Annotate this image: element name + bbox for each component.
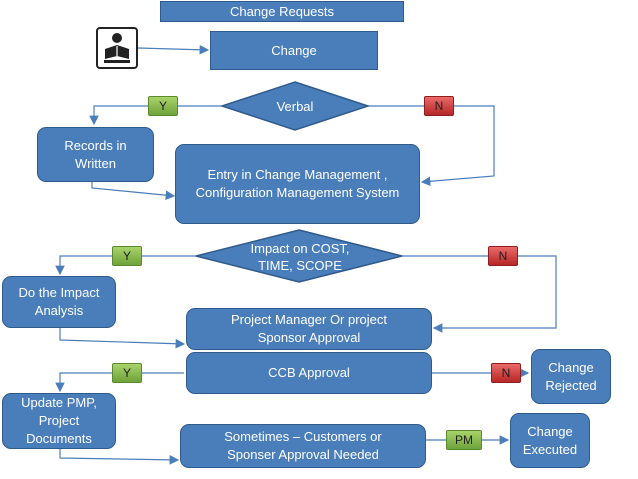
impact-analysis-box: Do the Impact Analysis bbox=[2, 276, 116, 328]
executed-text: Change Executed bbox=[522, 423, 578, 457]
verbal-yes-tag: Y bbox=[148, 96, 178, 116]
connector-records-entry bbox=[91, 182, 176, 200]
impact-label: Impact on COST, TIME, SCOPE bbox=[250, 241, 350, 273]
connector-verbal-yes bbox=[89, 105, 222, 126]
pm-approval-text: Project Manager Or project Sponsor Appro… bbox=[230, 312, 388, 345]
ccb-box: CCB Approval bbox=[186, 352, 432, 394]
impact-analysis-text: Do the Impact Analysis bbox=[18, 285, 100, 318]
impact-no-tag: N bbox=[488, 246, 518, 266]
entry-text: Entry in Change Management , Configurati… bbox=[195, 167, 400, 200]
connector-update-customer bbox=[59, 448, 180, 465]
entry-box: Entry in Change Management , Configurati… bbox=[175, 144, 420, 224]
records-text: Records in Written bbox=[64, 137, 127, 171]
connector-icon-change bbox=[137, 44, 210, 55]
connector-impact-yes bbox=[55, 255, 196, 276]
pm-approval-box: Project Manager Or project Sponsor Appro… bbox=[186, 308, 432, 350]
ccb-no-tag: N bbox=[491, 363, 521, 383]
connector-impact-no bbox=[402, 255, 557, 333]
reader-icon bbox=[96, 27, 138, 69]
title-box: Change Requests bbox=[160, 1, 404, 22]
update-text: Update PMP, Project Documents bbox=[21, 395, 97, 446]
customer-approval-box: Sometimes – Customers or Sponser Approva… bbox=[180, 424, 426, 468]
impact-yes-tag: Y bbox=[112, 246, 142, 266]
connector-ccb-yes bbox=[55, 372, 184, 393]
change-text: Change bbox=[271, 42, 317, 58]
ccb-text: CCB Approval bbox=[268, 365, 350, 380]
ccb-yes-tag: Y bbox=[112, 363, 142, 383]
reader-glyph bbox=[104, 33, 130, 63]
impact-decision-shape bbox=[195, 229, 403, 283]
customer-approval-text: Sometimes – Customers or Sponser Approva… bbox=[224, 429, 382, 462]
executed-box: Change Executed bbox=[510, 413, 590, 468]
title-text: Change Requests bbox=[229, 3, 335, 19]
verbal-label: Verbal bbox=[276, 98, 314, 114]
update-box: Update PMP, Project Documents bbox=[2, 393, 116, 449]
change-box: Change bbox=[210, 31, 378, 70]
rejected-box: Change Rejected bbox=[531, 349, 611, 404]
rejected-text: Change Rejected bbox=[545, 359, 597, 393]
records-box: Records in Written bbox=[37, 127, 154, 182]
verbal-no-tag: N bbox=[424, 96, 454, 116]
connector-analysis-pm bbox=[59, 328, 186, 349]
verbal-decision-shape bbox=[219, 81, 371, 131]
pm-tag: PM bbox=[446, 430, 482, 450]
